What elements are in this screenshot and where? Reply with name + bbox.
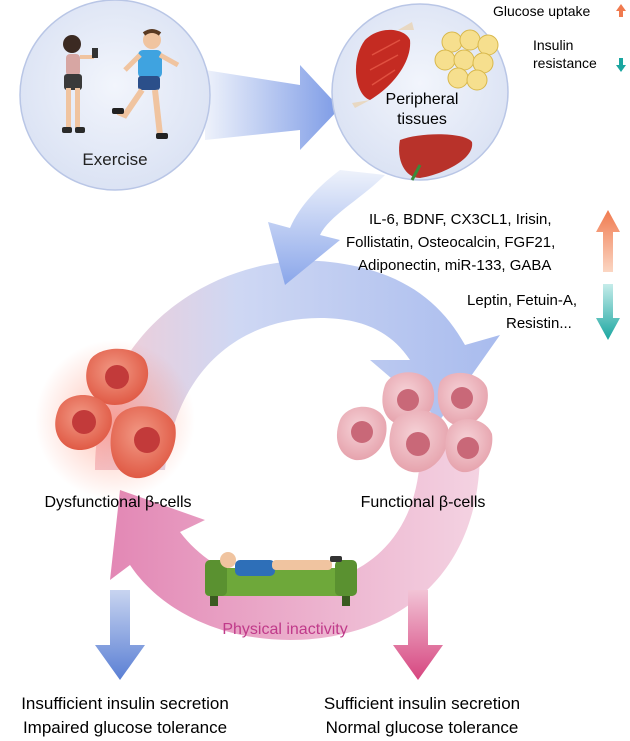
top-effects: Glucose uptake Insulin resistance xyxy=(493,3,626,72)
factors-up-line3: Adiponectin, miR-133, GABA xyxy=(358,257,551,274)
factors-up-line2: Follistatin, Osteocalcin, FGF21, xyxy=(346,234,555,251)
factors-down-line2: Resistin... xyxy=(506,315,572,332)
peripheral-label-line2: tissues xyxy=(397,111,447,128)
insulin-label-line1: Insulin xyxy=(533,37,573,53)
left-outcome-line2: Impaired glucose tolerance xyxy=(23,718,227,737)
peripheral-tissues-circle: Peripheral tissues xyxy=(331,3,509,181)
increased-factors: IL-6, BDNF, CX3CL1, Irisin, Follistatin,… xyxy=(346,210,620,274)
cycle-arrows xyxy=(95,260,500,640)
insulin-label-line2: resistance xyxy=(533,55,597,71)
woman-exercising-icon xyxy=(62,35,98,133)
left-outcome-arrow xyxy=(95,590,145,680)
functional-cells: Functional β-cells xyxy=(336,372,493,511)
muscle-icon xyxy=(352,22,414,108)
exercise-label: Exercise xyxy=(82,150,147,169)
factors-decrease-arrow-icon xyxy=(596,284,620,340)
man-running-icon xyxy=(112,29,180,139)
right-outcome-line1: Sufficient insulin secretion xyxy=(324,694,520,713)
dysfunctional-cells: Dysfunctional β-cells xyxy=(35,340,195,511)
up-arrow-icon xyxy=(616,4,626,17)
inactive-person-on-couch-icon xyxy=(205,552,357,606)
left-outcome-line1: Insufficient insulin secretion xyxy=(21,694,229,713)
right-outcome-line2: Normal glucose tolerance xyxy=(326,718,519,737)
exercise-circle: Exercise xyxy=(19,0,211,191)
factors-up-line1: IL-6, BDNF, CX3CL1, Irisin, xyxy=(369,211,552,228)
decreased-factors: Leptin, Fetuin-A, Resistin... xyxy=(467,284,620,340)
liver-icon xyxy=(399,134,473,181)
factors-increase-arrow-icon xyxy=(596,210,620,272)
glucose-uptake-label: Glucose uptake xyxy=(493,3,590,19)
tissues-to-cells-arrow xyxy=(268,170,385,285)
functional-cells-label: Functional β-cells xyxy=(361,494,486,511)
lower-cycle-arrow xyxy=(110,450,480,640)
peripheral-label-line1: Peripheral xyxy=(386,91,459,108)
dysfunctional-cells-label: Dysfunctional β-cells xyxy=(44,494,191,511)
exercise-to-tissues-arrow xyxy=(205,65,340,150)
right-outcome-arrow xyxy=(393,590,443,680)
adipose-icon xyxy=(434,29,499,91)
down-arrow-icon xyxy=(616,58,626,72)
physical-inactivity-label: Physical inactivity xyxy=(222,621,347,638)
upper-cycle-arrow xyxy=(95,260,500,470)
factors-down-line1: Leptin, Fetuin-A, xyxy=(467,292,577,309)
